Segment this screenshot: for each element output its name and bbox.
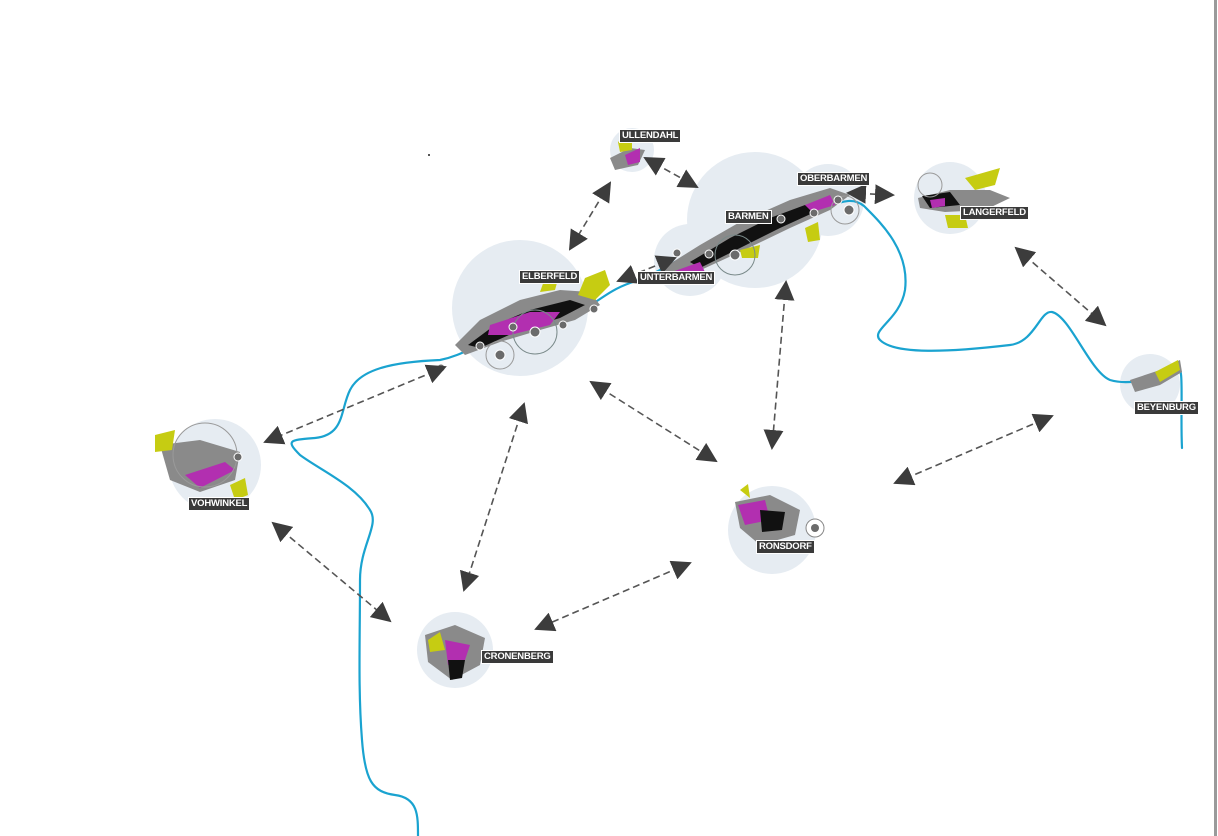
settlement-cronenberg (425, 625, 485, 680)
right-border (1214, 0, 1217, 836)
settlement-langerfeld (918, 168, 1010, 228)
arrow-vohwinkel-cronenberg (271, 521, 392, 623)
station-icon (843, 204, 855, 216)
station-icon (672, 248, 682, 258)
station-icon (529, 326, 541, 338)
label-unterbarmen: UNTERBARMEN (637, 271, 716, 285)
arrow-elberfeld-cronenberg (460, 402, 528, 592)
settlement-ronsdorf (735, 484, 800, 545)
station-icon (729, 249, 741, 261)
station-icon (558, 320, 568, 330)
arrow-ullendahl-barmen (643, 157, 699, 188)
label-vohwinkel: VOHWINKEL (188, 497, 251, 511)
arrow-langerfeld-beyenburg (1014, 246, 1107, 327)
station-icon (494, 349, 506, 361)
label-beyenburg: BEYENBURG (1134, 401, 1199, 415)
arrow-elberfeld-ronsdorf (589, 380, 718, 463)
station-icons (233, 195, 855, 538)
label-barmen: BARMEN (725, 210, 772, 224)
station-icon (233, 452, 243, 462)
station-icon (833, 195, 843, 205)
label-cronenberg: CRONENBERG (481, 650, 554, 664)
settlement-vohwinkel (155, 430, 248, 500)
station-icon (475, 341, 485, 351)
station-icon (508, 322, 518, 332)
settlement-elberfeld (455, 270, 610, 355)
label-ronsdorf: RONSDORF (756, 540, 815, 554)
connection-arrows (263, 157, 1107, 632)
station-icon (811, 524, 819, 532)
station-icon (776, 214, 786, 224)
speck-mark (428, 154, 430, 156)
arrow-ullendahl-elberfeld (568, 181, 612, 251)
station-icon (809, 208, 819, 218)
arrow-elberfeld-vohwinkel (263, 364, 447, 445)
settlement-beyenburg (1130, 360, 1182, 392)
arrow-barmen-ronsdorf (763, 280, 795, 450)
label-langerfeld: LANGERFELD (960, 206, 1029, 220)
label-ullendahl: ULLENDAHL (619, 129, 682, 143)
arrow-ronsdorf-cronenberg (534, 560, 692, 632)
label-elberfeld: ELBERFELD (519, 270, 581, 284)
label-oberbarmen: OBERBARMEN (797, 172, 871, 186)
arrow-ronsdorf-beyenburg (893, 413, 1054, 486)
station-icon (589, 304, 599, 314)
arrow-oberbarmen-langerfeld (846, 183, 895, 205)
station-icon (704, 249, 714, 259)
